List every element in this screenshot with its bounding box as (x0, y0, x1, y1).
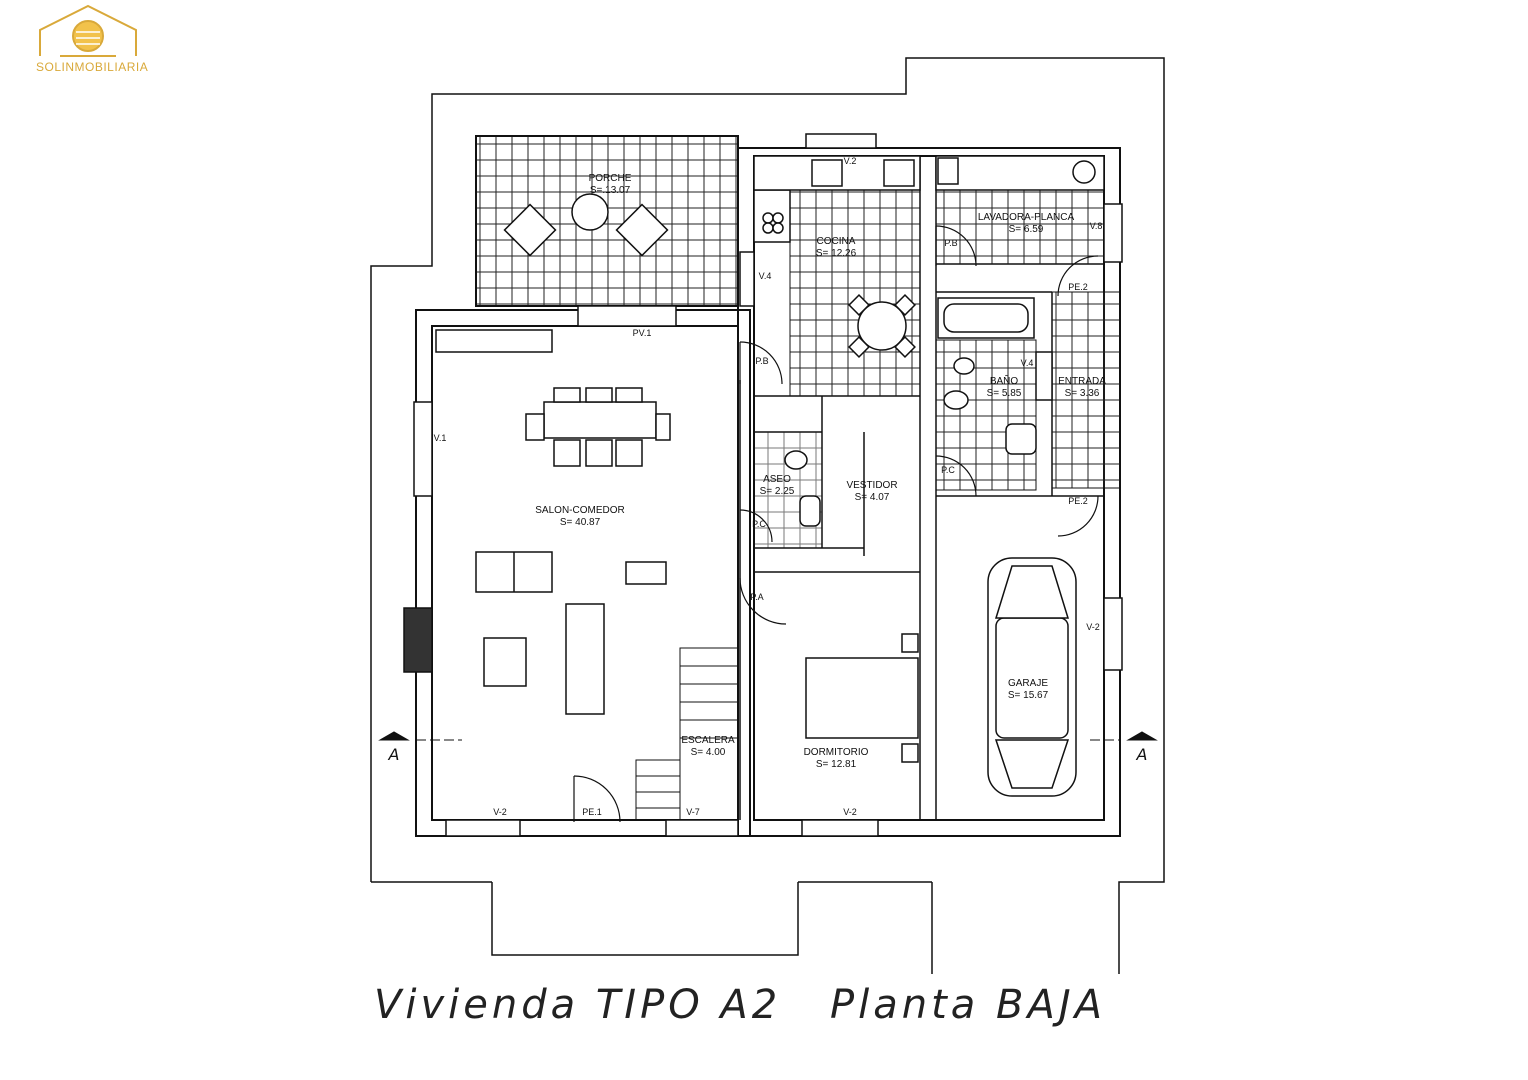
windows (413, 133, 1123, 837)
room-name-salon: SALON-COMEDOR (535, 505, 624, 516)
opening-pe1: PE.1 (582, 807, 602, 817)
room-name-garaje: GARAJE (1008, 678, 1048, 689)
opening-v2-top: V.2 (844, 156, 857, 166)
opening-v4-bath: V.4 (1021, 358, 1034, 368)
section-markers (378, 731, 1158, 741)
section-mark-right: A (1136, 745, 1148, 764)
room-area-aseo: S= 2.25 (760, 486, 795, 497)
kitchen-table (848, 294, 916, 358)
opening-pe2-top: PE.2 (1068, 282, 1088, 292)
bathroom-fixtures (784, 297, 1037, 527)
opening-v4-kitchen: V.4 (759, 271, 772, 281)
room-area-vestidor: S= 4.07 (855, 492, 890, 503)
opening-pe2-bottom: PE.2 (1068, 496, 1088, 506)
logo-text: SOLINMOBILIARIA (36, 60, 149, 74)
opening-pv1: PV.1 (633, 328, 652, 338)
room-area-dormitorio: S= 12.81 (816, 759, 857, 770)
opening-v1: V.1 (434, 433, 447, 443)
living-room-furniture (403, 329, 671, 715)
plot-boundary-bottom (491, 882, 799, 956)
car (987, 557, 1077, 797)
opening-pb-laundry: P.B (944, 238, 957, 248)
opening-pc-aseo: P.C (752, 519, 766, 529)
opening-pa: P.A (750, 592, 763, 602)
plot-boundary (370, 57, 1165, 974)
room-area-porche: S=.13.07 (590, 185, 631, 196)
doors (573, 225, 1099, 823)
room-area-escalera: S= 4.00 (691, 747, 726, 758)
room-name-aseo: ASEO (763, 474, 791, 485)
room-area-lavadora: S= 6.59 (1009, 224, 1044, 235)
room-area-salon: S= 40.87 (560, 517, 601, 528)
room-name-lavadora: LAVADORA-PLANCA (978, 212, 1075, 223)
bath-tile-floor (935, 339, 1037, 491)
opening-v2-bottom-left: V-2 (493, 807, 507, 817)
toilet-tile-floor (753, 431, 823, 549)
room-name-cocina: COCINA (817, 236, 856, 247)
kitchen-tile-floor (789, 189, 921, 397)
room-area-entrada: S= 3.36 (1065, 388, 1100, 399)
opening-pc-bath: P.C (941, 465, 955, 475)
opening-v2-garage: V-2 (1086, 622, 1100, 632)
room-name-vestidor: VESTIDOR (846, 480, 897, 491)
staircase (635, 647, 739, 821)
room-name-entrada: ENTRADA (1058, 376, 1106, 387)
bed (805, 633, 919, 763)
caption-vivienda: Vivienda TIPO A2 (374, 982, 782, 1028)
room-name-porche: PORCHE (589, 173, 632, 184)
caption-planta: Planta BAJA (830, 982, 1106, 1028)
room-name-bano: BAÑO (990, 374, 1019, 387)
opening-v8: V.8 (1090, 221, 1103, 231)
porch-furniture (503, 193, 669, 257)
room-area-garaje: S= 15.67 (1008, 690, 1049, 701)
entrance-tile-floor (1051, 291, 1121, 489)
room-name-dormitorio: DORMITORIO (804, 747, 869, 758)
kitchen-counters (753, 155, 921, 243)
laundry-fixtures (935, 155, 1105, 191)
opening-v7-bottom: V-7 (686, 807, 700, 817)
opening-v2-bottom-right: V-2 (843, 807, 857, 817)
room-area-cocina: S= 12.26 (816, 248, 857, 259)
logo-house-icon (39, 4, 137, 57)
opening-pb-kitchen: P.B (755, 356, 768, 366)
room-name-escalera: ESCALERA (681, 735, 735, 746)
section-mark-left: A (388, 745, 400, 764)
room-area-bano: S= 5.85 (987, 388, 1022, 399)
